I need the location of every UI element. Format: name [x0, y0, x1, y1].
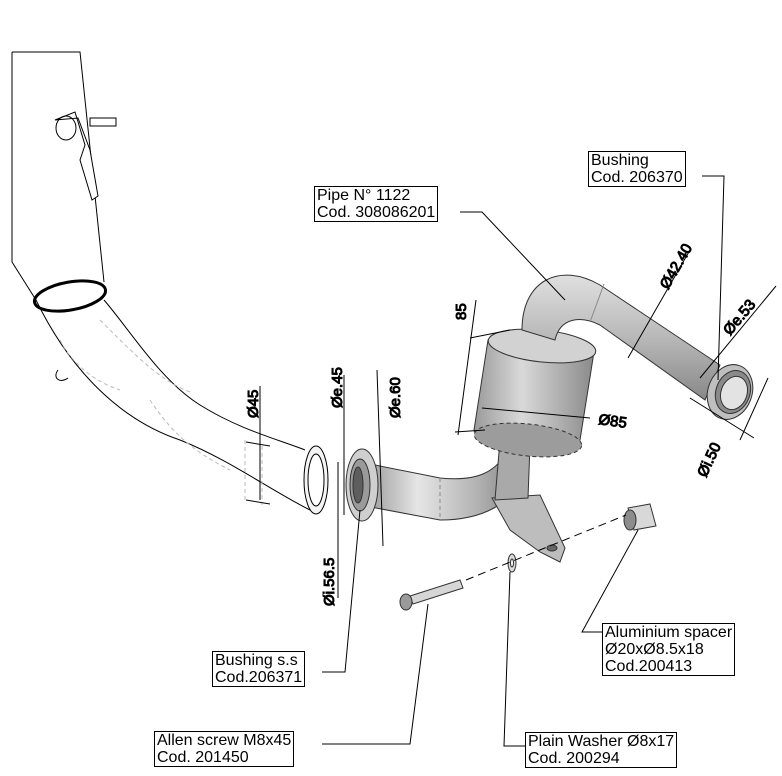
stock-pipe-upper-bend: [103, 299, 306, 451]
h85-ext-bottom: [454, 429, 486, 433]
plain-washer-hole: [510, 558, 514, 568]
allen-leader: [322, 603, 429, 745]
bracket-nut: [55, 115, 77, 141]
bushing-ss-leader: [322, 509, 361, 673]
allen-screw-shank: [409, 579, 464, 605]
callout-bushing-code: Cod. 206370: [591, 169, 683, 186]
d4240-dimline: [627, 249, 691, 359]
dim-d4240: Ø42.40: [657, 241, 696, 292]
callout-pipe: Pipe N° 1122 Cod. 308086201: [314, 186, 439, 222]
callout-aluminium-spacer-name: Aluminium spacer: [605, 624, 733, 641]
callout-plain-washer: Plain Washer Ø8x17 Cod. 200294: [525, 732, 678, 768]
pipe-leader: [460, 211, 566, 301]
washer-leader: [503, 571, 527, 747]
mounting-bracket: [54, 111, 99, 201]
stock-pipe-hidden-line: [149, 399, 231, 471]
hanger-clip: [55, 369, 69, 381]
stock-pipe-flange-inner: [307, 453, 325, 507]
stock-pipe-upper-outline: [12, 51, 105, 283]
bushing-ss-inner: [352, 466, 364, 504]
stock-pipe: [11, 51, 329, 515]
dim-de45: Øe.45: [329, 367, 346, 408]
bushing-leader: [702, 175, 725, 381]
di50-ext: [689, 397, 755, 439]
de53-dimline: [699, 285, 777, 379]
callout-allen-screw-name: Allen screw M8x45: [157, 732, 292, 749]
stock-pipe-hidden-line: [244, 440, 263, 505]
h85-dimline: [457, 299, 477, 436]
pipe-1122-assembly: [345, 274, 754, 563]
bracket-bolt: [89, 117, 117, 127]
dim-d85: Ø85: [597, 411, 627, 432]
allen-screw-head: [399, 593, 413, 611]
dim-de60: Øe.60: [387, 377, 404, 418]
aluminium-spacer-bore: [623, 509, 637, 531]
callout-allen-screw-code: Cod. 201450: [157, 749, 249, 766]
callout-bushing-ss: Bushing s.s Cod.206371: [212, 651, 306, 687]
h85-ext-top: [469, 329, 511, 339]
d45-ext-bottom: [245, 499, 271, 505]
stock-pipe-left-outline: [11, 52, 37, 301]
dim-h85: 85: [453, 303, 470, 320]
stock-pipe-hidden-line: [99, 319, 191, 393]
hardware: [399, 503, 657, 611]
dim-di50: Øi.50: [694, 440, 725, 480]
spacer-leader: [581, 529, 639, 633]
upper-pipe-weld-line: [589, 283, 605, 323]
dim-di565: Øi.56.5: [321, 558, 338, 606]
callout-bushing-ss-code: Cod.206371: [215, 669, 303, 686]
callout-plain-washer-name: Plain Washer Ø8x17: [528, 733, 675, 750]
stock-pipe-hidden-line: [59, 339, 121, 391]
callout-aluminium-spacer-size: Ø20xØ8.5x18: [605, 641, 704, 658]
de60-dimline: [376, 369, 384, 547]
d45-ext-top: [245, 441, 271, 447]
di50-dimline: [739, 377, 769, 441]
callout-aluminium-spacer: Aluminium spacer Ø20xØ8.5x18 Cod.200413: [602, 623, 736, 676]
upper-pipe-bend: [521, 274, 721, 401]
canister-bottom: [473, 422, 583, 458]
bushing-outlet-inner: [719, 375, 749, 411]
stock-pipe-clamp-ring: [32, 279, 108, 313]
stock-pipe-lower-outline: [35, 299, 311, 511]
callout-plain-washer-code: Cod. 200294: [528, 750, 620, 767]
leader-lines: [322, 175, 725, 747]
assembly-axis-line: [465, 514, 627, 581]
callout-pipe-code: Cod. 308086201: [317, 204, 436, 221]
callout-bushing-name: Bushing: [591, 152, 649, 169]
callout-bushing: Bushing Cod. 206370: [588, 151, 686, 187]
d85-dimline: [481, 407, 591, 419]
callout-pipe-name: Pipe N° 1122: [317, 187, 411, 204]
dim-d45: Ø45: [245, 390, 262, 418]
dim-de53: Øe.53: [720, 296, 759, 338]
support-bracket-plate: [491, 494, 566, 563]
support-bracket-hole: [546, 544, 558, 552]
callout-aluminium-spacer-code: Cod.200413: [605, 658, 693, 675]
callout-bushing-ss-name: Bushing s.s: [215, 652, 298, 669]
callout-allen-screw: Allen screw M8x45 Cod. 201450: [154, 731, 295, 767]
